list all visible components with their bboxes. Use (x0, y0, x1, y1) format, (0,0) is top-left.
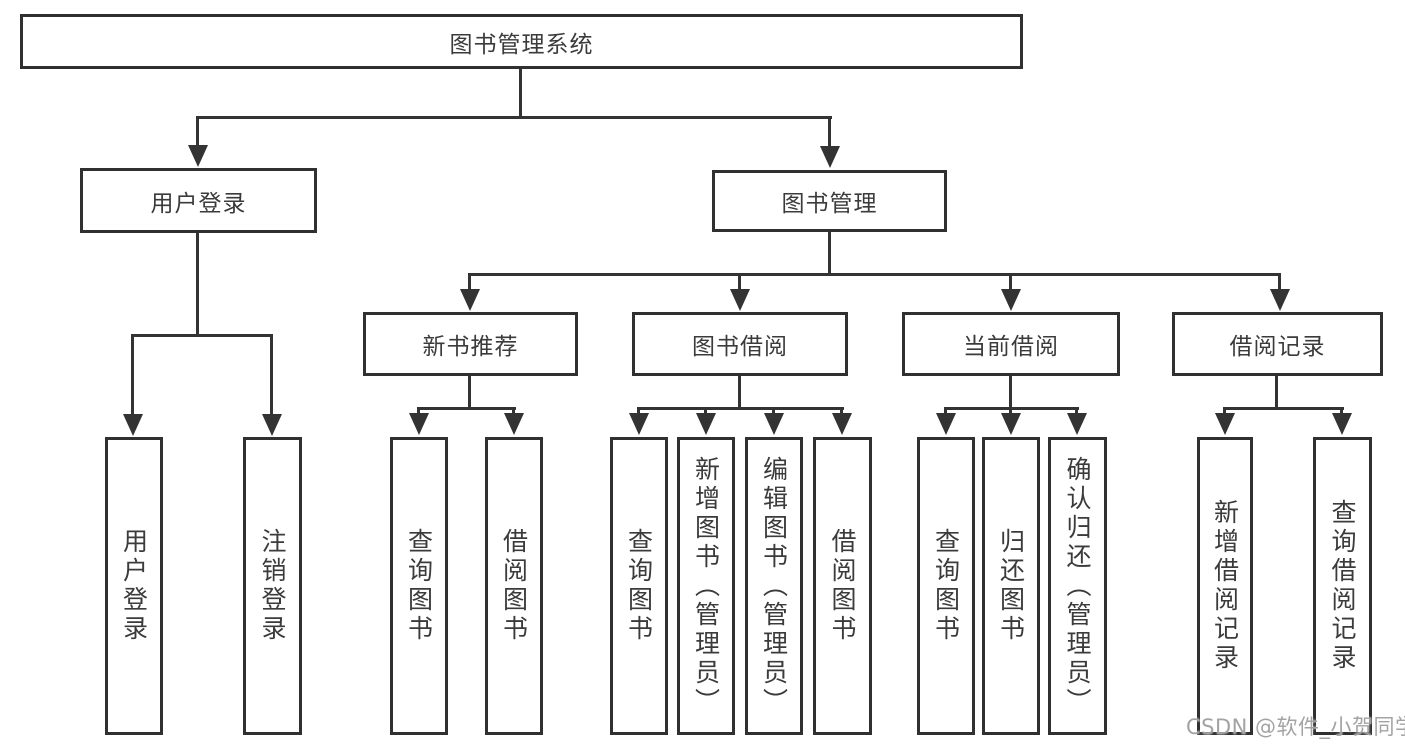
connector-line (840, 407, 843, 415)
node-book-management: 图书管理 (712, 170, 947, 232)
connector-line (772, 407, 775, 415)
connector-line (1340, 407, 1343, 415)
leaf-label: 查询图书 (624, 528, 654, 644)
connector-line (1009, 407, 1012, 415)
connector-line (270, 334, 273, 416)
arrow-down-icon (832, 413, 852, 435)
arrow-down-icon (696, 413, 716, 435)
arrow-down-icon (1332, 413, 1352, 435)
connector-line (637, 407, 844, 410)
leaf-label: 确认归还（管理员） (1063, 455, 1092, 717)
connector-line (944, 407, 947, 415)
arrow-down-icon (1215, 413, 1235, 435)
arrow-down-icon (460, 289, 480, 311)
leaf-label: 借阅图书 (828, 528, 857, 644)
node-root-label: 图书管理系统 (449, 31, 594, 58)
connector-line (132, 334, 273, 337)
arrow-down-icon (504, 413, 524, 435)
connector-line (738, 375, 741, 410)
leaf-borrow-books-2: 借阅图书 (813, 437, 872, 735)
connector-line (468, 273, 1281, 276)
arrow-down-icon (1270, 289, 1290, 311)
connector-line (1009, 375, 1012, 410)
arrow-down-icon (188, 145, 208, 167)
leaf-label: 查询图书 (931, 528, 961, 644)
arrow-down-icon (629, 413, 649, 435)
connector-line (828, 232, 831, 276)
leaf-edit-book-admin: 编辑图书（管理员） (745, 437, 803, 735)
node-root: 图书管理系统 (20, 14, 1023, 69)
connector-line (131, 334, 134, 416)
leaf-label: 归还图书 (996, 528, 1026, 644)
connector-line (637, 407, 640, 415)
node-label: 新书推荐 (422, 334, 519, 360)
leaf-label: 借阅图书 (499, 528, 529, 644)
leaf-label: 编辑图书（管理员） (759, 455, 789, 717)
connector-line (738, 273, 741, 290)
connector-line (1009, 273, 1012, 290)
leaf-confirm-return-admin: 确认归还（管理员） (1048, 437, 1107, 735)
leaf-query-borrow-record: 查询借阅记录 (1313, 437, 1372, 735)
leaf-label: 查询借阅记录 (1328, 499, 1357, 673)
leaf-user-login: 用户登录 (105, 437, 163, 735)
connector-line (417, 407, 516, 410)
connector-line (1278, 273, 1281, 290)
leaf-logout: 注销登录 (243, 437, 302, 735)
connector-line (196, 116, 199, 148)
node-borrow-records: 借阅记录 (1172, 312, 1383, 376)
leaf-label: 新增图书（管理员） (691, 455, 721, 717)
node-label: 当前借阅 (963, 334, 1059, 360)
connector-line (468, 273, 471, 290)
connector-line (417, 407, 420, 415)
leaf-label: 注销登录 (258, 528, 287, 644)
arrow-down-icon (1001, 413, 1021, 435)
connector-line (196, 233, 199, 334)
connector-line (704, 407, 707, 415)
arrow-down-icon (1001, 289, 1021, 311)
node-current-borrow: 当前借阅 (902, 312, 1120, 376)
connector-line (197, 116, 832, 119)
connector-line (512, 407, 515, 415)
leaf-label: 查询图书 (404, 528, 434, 644)
arrow-down-icon (409, 413, 429, 435)
watermark: CSDN @软件_小贺同学 (1186, 715, 1405, 739)
node-book-borrow: 图书借阅 (632, 312, 848, 376)
arrow-down-icon (1067, 413, 1087, 435)
leaf-query-books-2: 查询图书 (610, 437, 668, 735)
leaf-borrow-books-1: 借阅图书 (485, 437, 543, 735)
leaf-add-book-admin: 新增图书（管理员） (677, 437, 735, 735)
connector-line (828, 116, 831, 148)
leaf-label: 用户登录 (119, 528, 149, 644)
connector-line (1075, 407, 1078, 415)
arrow-down-icon (123, 414, 143, 436)
leaf-label: 新增借阅记录 (1210, 499, 1240, 673)
node-new-book-recommend: 新书推荐 (363, 312, 578, 376)
leaf-query-books-1: 查询图书 (390, 437, 448, 735)
arrow-down-icon (936, 413, 956, 435)
node-label: 用户登录 (150, 190, 247, 217)
arrow-down-icon (764, 413, 784, 435)
connector-line (468, 375, 471, 410)
leaf-return-book: 归还图书 (982, 437, 1040, 735)
connector-line (1275, 375, 1278, 410)
connector-line (1223, 407, 1344, 410)
leaf-query-books-3: 查询图书 (917, 437, 975, 735)
node-label: 图书管理 (781, 191, 878, 217)
node-label: 借阅记录 (1229, 334, 1326, 360)
arrow-down-icon (262, 414, 282, 436)
node-label: 图书借阅 (692, 334, 788, 360)
node-user-login: 用户登录 (80, 168, 317, 233)
arrow-down-icon (820, 146, 840, 168)
connector-line (519, 68, 522, 119)
arrow-down-icon (730, 289, 750, 311)
connector-line (1223, 407, 1226, 415)
leaf-add-borrow-record: 新增借阅记录 (1197, 437, 1253, 735)
